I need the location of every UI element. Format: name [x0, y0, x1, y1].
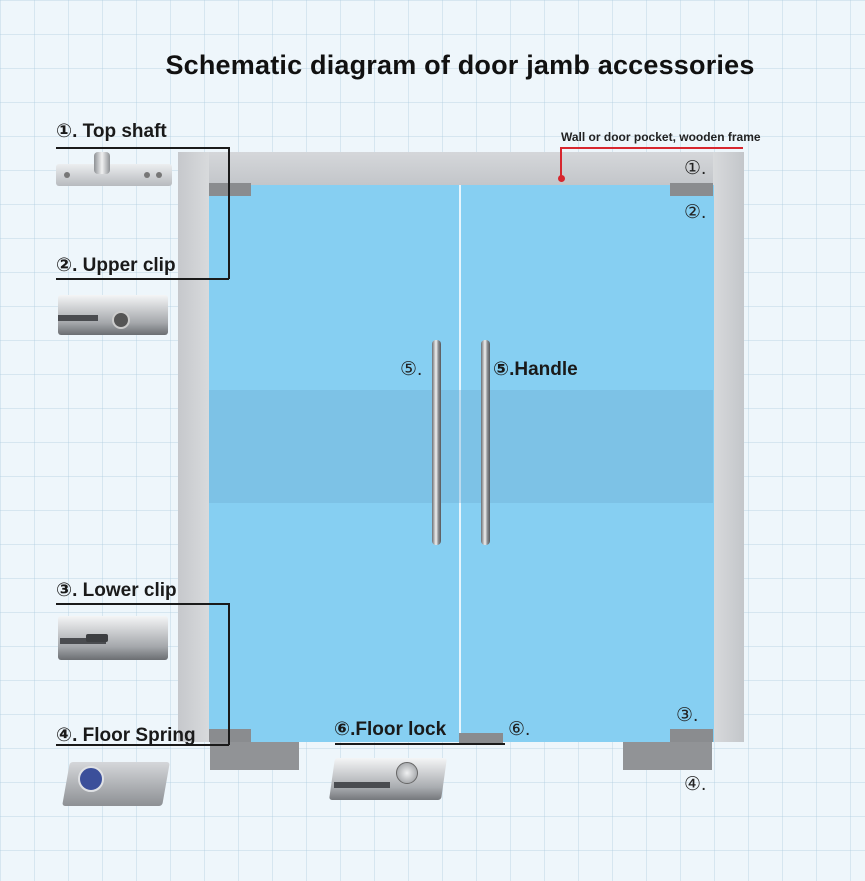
- callout-text: .Handle: [509, 359, 578, 380]
- upper-clip-product: [54, 289, 172, 345]
- callout-number: ⑤: [493, 359, 510, 380]
- lower-clip-product: [56, 612, 170, 668]
- frame-pointer-vertical: [560, 147, 562, 178]
- floor-spring-left: [210, 742, 299, 770]
- handle-right: [481, 340, 490, 545]
- upper-clip-right: [670, 183, 713, 196]
- screw-hole: [156, 172, 162, 178]
- marker-handle: ⑤.: [400, 359, 423, 380]
- callout-upper-clip: ②. Upper clip: [56, 254, 176, 277]
- leader-lower-clip-vertical: [228, 603, 230, 745]
- callout-floor-lock: ⑥.Floor lock: [334, 718, 446, 741]
- leader-floor-lock: [335, 743, 505, 745]
- leader-lower-clip: [56, 603, 229, 605]
- leader-top-shaft: [56, 147, 229, 149]
- callout-text: .Floor lock: [350, 719, 447, 740]
- marker-lower-clip: ③.: [676, 705, 699, 726]
- frame-right: [713, 152, 744, 742]
- floor-lock-plate: [459, 733, 503, 744]
- marker-upper-clip: ②.: [684, 202, 707, 223]
- page-title: Schematic diagram of door jamb accessori…: [165, 50, 755, 80]
- callout-text: . Upper clip: [72, 255, 176, 276]
- callout-text: . Lower clip: [72, 580, 177, 601]
- handle-left: [432, 340, 441, 545]
- callout-text: . Floor Spring: [72, 725, 196, 746]
- clip-hinge: [112, 311, 130, 329]
- frame-label: Wall or door pocket, wooden frame: [561, 130, 761, 144]
- top-shaft-pin: [94, 152, 110, 174]
- clip-glass-slot: [58, 315, 98, 321]
- upper-clip-left: [209, 183, 251, 196]
- callout-number: ⑥: [334, 719, 351, 740]
- floor-spring-product: [56, 754, 174, 816]
- marker-floor-lock: ⑥.: [508, 719, 531, 740]
- screw-hole: [64, 172, 70, 178]
- callout-text: . Top shaft: [72, 121, 167, 142]
- leader-floor-spring: [56, 744, 229, 746]
- leader-top-shaft-vertical: [228, 147, 230, 279]
- callout-number: ①: [56, 121, 73, 142]
- callout-lower-clip: ③. Lower clip: [56, 579, 177, 602]
- callout-number: ③: [56, 580, 73, 601]
- top-shaft-product: [56, 148, 174, 194]
- screw-hole: [144, 172, 150, 178]
- lower-clip-right: [670, 729, 713, 742]
- callout-handle: ⑤.Handle: [493, 358, 578, 381]
- frosted-band: [209, 390, 713, 503]
- callout-number: ②: [56, 255, 73, 276]
- frame-top: [178, 152, 744, 185]
- lock-glass-slot: [334, 782, 390, 788]
- clip-socket: [86, 634, 108, 642]
- marker-top-shaft: ①.: [684, 158, 707, 179]
- callout-floor-spring: ④. Floor Spring: [56, 724, 196, 747]
- frame-pointer-dot: [558, 175, 565, 182]
- leader-upper-clip: [56, 278, 229, 280]
- marker-floor-spring: ④.: [684, 774, 707, 795]
- frame-pointer-line: [560, 147, 743, 149]
- lower-clip-left: [209, 729, 251, 742]
- floor-spring-spindle: [78, 766, 104, 792]
- floor-spring-right: [623, 742, 712, 770]
- floor-lock-body: [329, 758, 447, 800]
- floor-lock-product: [326, 748, 450, 812]
- frame-left: [178, 152, 209, 742]
- callout-top-shaft: ①. Top shaft: [56, 120, 167, 143]
- clip-glass-slot: [60, 638, 106, 644]
- callout-number: ④: [56, 725, 73, 746]
- lock-cylinder: [396, 762, 418, 784]
- glass-panel-left: [209, 185, 460, 742]
- top-shaft-plate: [56, 164, 172, 186]
- glass-panel-right: [460, 185, 714, 742]
